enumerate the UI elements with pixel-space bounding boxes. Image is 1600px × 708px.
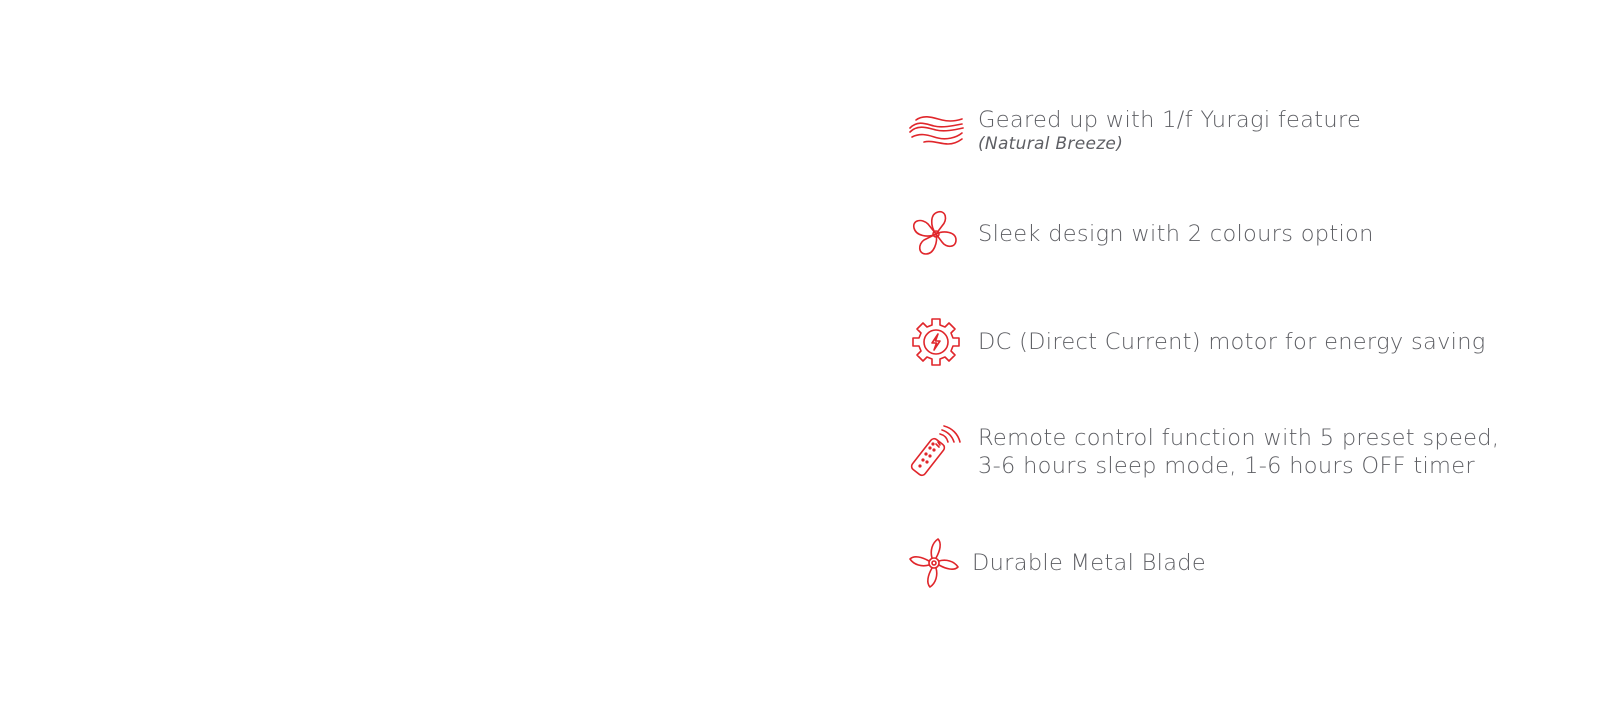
remote-control-icon [908,424,964,480]
feature-item-design: Sleek design with 2 colours option [908,206,1374,262]
feature-title: Durable Metal Blade [972,550,1207,576]
feature-line-2: 3-6 hours sleep mode, 1-6 hours OFF time… [978,453,1475,479]
feature-item-dc-motor: DC (Direct Current) motor for energy sav… [908,314,1486,370]
feature-subtitle: (Natural Breeze) [978,134,1124,154]
feature-item-metal-blade: Durable Metal Blade [908,535,1206,591]
gear-lightning-icon [908,314,964,370]
feature-item-yuragi: Geared up with 1/f Yuragi feature (Natur… [908,102,1361,158]
feature-text-dc-motor: DC (Direct Current) motor for energy sav… [978,328,1486,356]
fan-blades-icon [908,206,964,262]
feature-text-design: Sleek design with 2 colours option [978,220,1374,248]
feature-title: DC (Direct Current) motor for energy sav… [978,329,1486,355]
feature-title: Geared up with 1/f Yuragi feature [978,107,1362,133]
metal-blade-icon [908,535,964,591]
feature-text-metal-blade: Durable Metal Blade [972,549,1206,577]
feature-text-yuragi: Geared up with 1/f Yuragi feature (Natur… [978,106,1361,154]
feature-title: Sleek design with 2 colours option [978,221,1374,247]
feature-text-remote: Remote control function with 5 preset sp… [978,424,1499,480]
wind-breeze-icon [908,102,964,158]
feature-item-remote: Remote control function with 5 preset sp… [908,424,1499,480]
feature-line-1: Remote control function with 5 preset sp… [978,425,1500,451]
